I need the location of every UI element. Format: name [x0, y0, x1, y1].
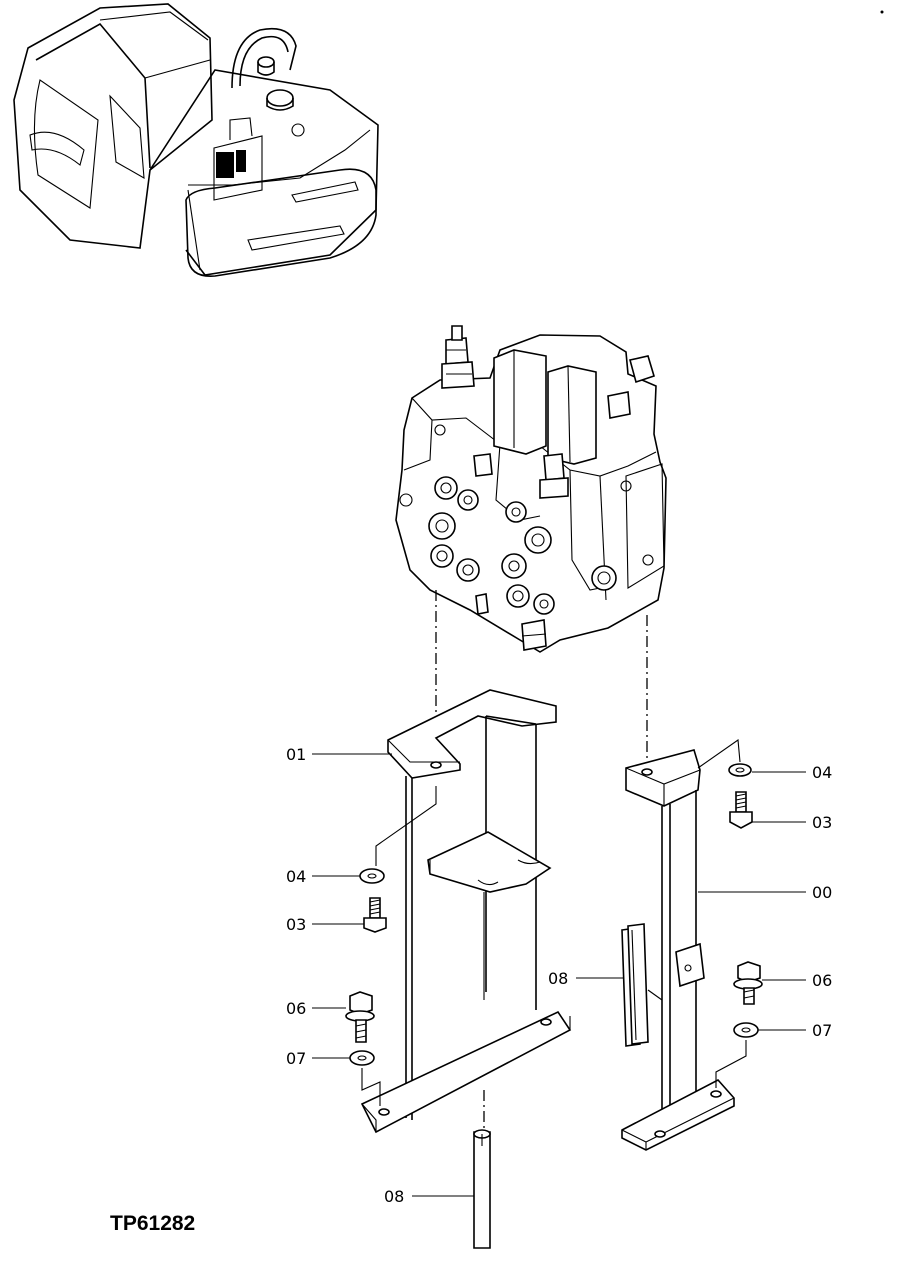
callout-washer-right: 04: [812, 763, 832, 782]
flange-bolt-right: [733, 961, 763, 1005]
excavator-location-sketch: [13, 3, 379, 277]
mount-hole: [641, 768, 653, 776]
callout-spacer-bottom: 08: [384, 1187, 404, 1206]
drawing-code: TP61282: [110, 1212, 195, 1235]
plain-washer-right: [733, 1022, 759, 1038]
bracket-left: [360, 689, 572, 1134]
speck: [880, 10, 884, 14]
callout-bracket-left: 01: [286, 745, 306, 764]
mount-hole: [430, 761, 442, 769]
control-valve-assembly: [395, 325, 667, 653]
callout-washer-left: 04: [286, 867, 306, 886]
flange-bolt-left: [345, 991, 375, 1043]
fasteners-right: [697, 739, 763, 1088]
control-valve-location-marker: [216, 152, 234, 178]
callout-spacer-right: 08: [548, 969, 568, 988]
callout-plain-washer-right: 07: [812, 1021, 832, 1040]
fasteners-left: [345, 786, 437, 1106]
spacer-tube-bottom: [473, 1090, 491, 1249]
spring-washer-right: [728, 763, 752, 777]
alignment-lines: [435, 590, 648, 772]
callout-bolt-right: 03: [812, 813, 832, 832]
callout-bracket-right: 00: [812, 883, 832, 902]
spacer-tube-right: [621, 923, 663, 1047]
bolt-right: [729, 791, 753, 829]
callout-labels: 01 04 03 06 07 08 08 04 03 00 06 07: [286, 745, 832, 1206]
callout-flange-bolt-left: 06: [286, 999, 306, 1018]
leader-lines: [312, 753, 806, 1197]
plain-washer-left: [349, 1050, 375, 1066]
bracket-right: [621, 749, 735, 1151]
spring-washer-left: [359, 868, 385, 884]
bolt-left: [363, 897, 387, 933]
callout-plain-washer-left: 07: [286, 1049, 306, 1068]
callout-bolt-left: 03: [286, 915, 306, 934]
callout-flange-bolt-right: 06: [812, 971, 832, 990]
